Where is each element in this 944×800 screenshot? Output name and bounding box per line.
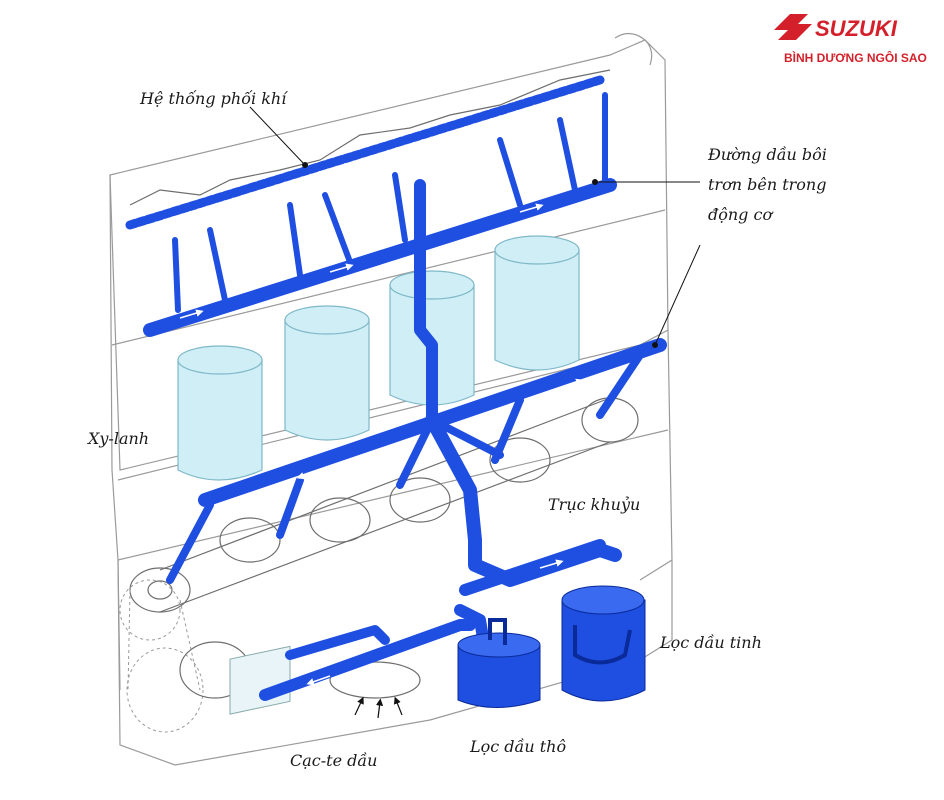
label-fine-filter: Lọc dầu tinh <box>659 633 762 652</box>
camshaft-rail <box>125 75 605 230</box>
cylinders <box>177 235 580 481</box>
oil-circuit <box>125 75 667 701</box>
suzuki-s-icon <box>774 14 812 40</box>
intake-arrow-3 <box>393 696 403 716</box>
label-cylinder: Xy-lanh <box>86 429 149 448</box>
label-oil-gallery-1: Đường dầu bôi <box>707 145 827 164</box>
leader-valve-train <box>249 106 306 166</box>
brand-name: SUZUKI <box>815 16 898 41</box>
label-coarse-filter: Lọc dầu thô <box>469 737 566 756</box>
label-oil-gallery-2: trơn bên trong <box>708 175 826 194</box>
cylinder-2 <box>284 305 370 441</box>
coarse-oil-filter <box>457 618 541 708</box>
crankshaft <box>119 397 639 733</box>
label-crankshaft: Trục khuỷu <box>548 495 640 514</box>
label-valve-train: Hệ thống phối khí <box>139 89 288 108</box>
label-oil-pan: Cạc-te dầu <box>290 751 377 770</box>
oil-pan-line <box>259 619 476 701</box>
brand-dealer: BÌNH DƯƠNG NGÔI SAO <box>784 50 927 65</box>
cylinder-4 <box>494 235 580 371</box>
intake-arrow-1 <box>354 696 364 716</box>
label-oil-gallery-3: động cơ <box>708 205 773 224</box>
cylinder-1 <box>177 345 263 481</box>
upper-oil-gallery <box>143 178 617 337</box>
intake-arrow-2 <box>375 698 384 719</box>
main-riser <box>414 179 438 426</box>
suzuki-logo: SUZUKI BÌNH DƯƠNG NGÔI SAO <box>774 14 927 65</box>
fine-oil-filter <box>561 585 646 702</box>
leader-oil-gallery-2 <box>654 244 701 346</box>
